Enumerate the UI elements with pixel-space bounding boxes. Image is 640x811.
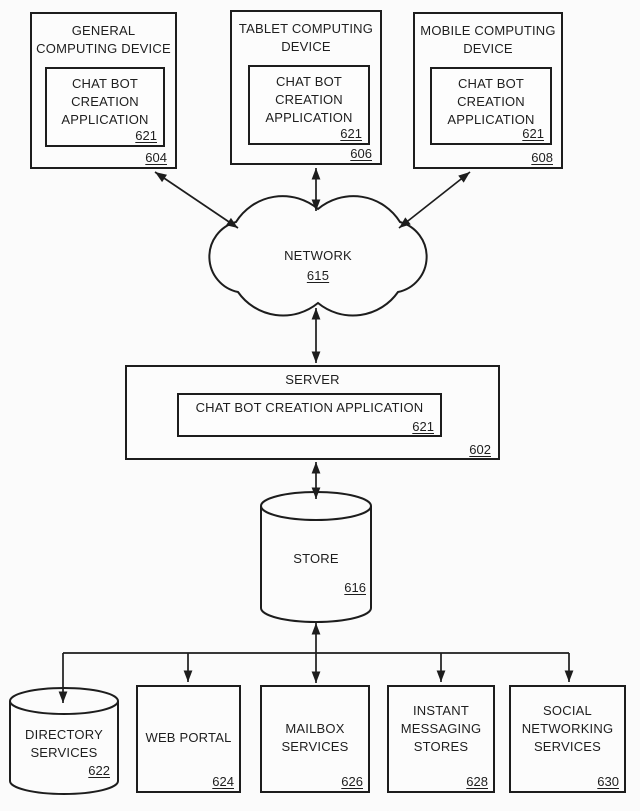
arrow-general-device-network <box>154 171 239 229</box>
arrow-mobile-device-network <box>398 171 471 229</box>
chat-bot-creation-application-box-1: CHAT BOT CREATION APPLICATION 621 <box>45 67 165 147</box>
instant-messaging-stores-box: INSTANT MESSAGING STORES 628 <box>387 685 495 793</box>
ref-615: 615 <box>306 268 330 283</box>
mobile-computing-device-box: MOBILE COMPUTING DEVICE CHAT BOT CREATIO… <box>413 12 563 169</box>
social-networking-services-label: SOCIAL NETWORKING SERVICES <box>521 703 614 754</box>
ref-628: 628 <box>466 774 488 789</box>
general-computing-device-title: GENERAL COMPUTING DEVICE <box>36 23 171 56</box>
server-box: SERVER CHAT BOT CREATION APPLICATION 621… <box>125 365 500 460</box>
ref-624: 624 <box>212 774 234 789</box>
general-computing-device-box: GENERAL COMPUTING DEVICE CHAT BOT CREATI… <box>30 12 177 169</box>
ref-604: 604 <box>145 150 167 165</box>
ref-621-device-1: 621 <box>135 128 157 143</box>
chat-bot-creation-application-label-2: CHAT BOT CREATION APPLICATION <box>265 74 353 125</box>
chat-bot-creation-application-box-3: CHAT BOT CREATION APPLICATION 621 <box>430 67 552 145</box>
store-cylinder-shape <box>260 491 372 623</box>
ref-621-device-2: 621 <box>340 126 362 141</box>
web-portal-label: WEB PORTAL <box>145 730 232 745</box>
ref-602: 602 <box>469 442 491 457</box>
chat-bot-creation-application-box-2: CHAT BOT CREATION APPLICATION 621 <box>248 65 370 145</box>
ref-621-device-3: 621 <box>522 126 544 141</box>
ref-616: 616 <box>344 580 366 595</box>
mailbox-services-label: MAILBOX SERVICES <box>281 721 349 754</box>
mobile-computing-device-title: MOBILE COMPUTING DEVICE <box>420 23 556 56</box>
mailbox-services-box: MAILBOX SERVICES 626 <box>260 685 370 793</box>
network-label: NETWORK <box>284 248 352 263</box>
tablet-computing-device-box: TABLET COMPUTING DEVICE CHAT BOT CREATIO… <box>230 10 382 165</box>
chat-bot-creation-application-label-server: CHAT BOT CREATION APPLICATION <box>195 400 424 415</box>
instant-messaging-stores-label: INSTANT MESSAGING STORES <box>400 703 482 754</box>
store-label: STORE <box>293 551 339 566</box>
directory-services-label: DIRECTORY SERVICES <box>25 727 103 760</box>
ref-626: 626 <box>341 774 363 789</box>
tablet-computing-device-title: TABLET COMPUTING DEVICE <box>238 21 374 54</box>
chat-bot-creation-application-label-3: CHAT BOT CREATION APPLICATION <box>447 76 535 127</box>
ref-608: 608 <box>531 150 553 165</box>
server-label: SERVER <box>285 372 340 387</box>
web-portal-box: WEB PORTAL 624 <box>136 685 241 793</box>
social-networking-services-box: SOCIAL NETWORKING SERVICES 630 <box>509 685 626 793</box>
ref-622: 622 <box>88 763 110 778</box>
chat-bot-creation-application-box-server: CHAT BOT CREATION APPLICATION 621 <box>177 393 442 437</box>
ref-621-server: 621 <box>412 419 434 434</box>
ref-606: 606 <box>350 146 372 161</box>
ref-630: 630 <box>597 774 619 789</box>
chat-bot-creation-application-label-1: CHAT BOT CREATION APPLICATION <box>61 76 149 127</box>
